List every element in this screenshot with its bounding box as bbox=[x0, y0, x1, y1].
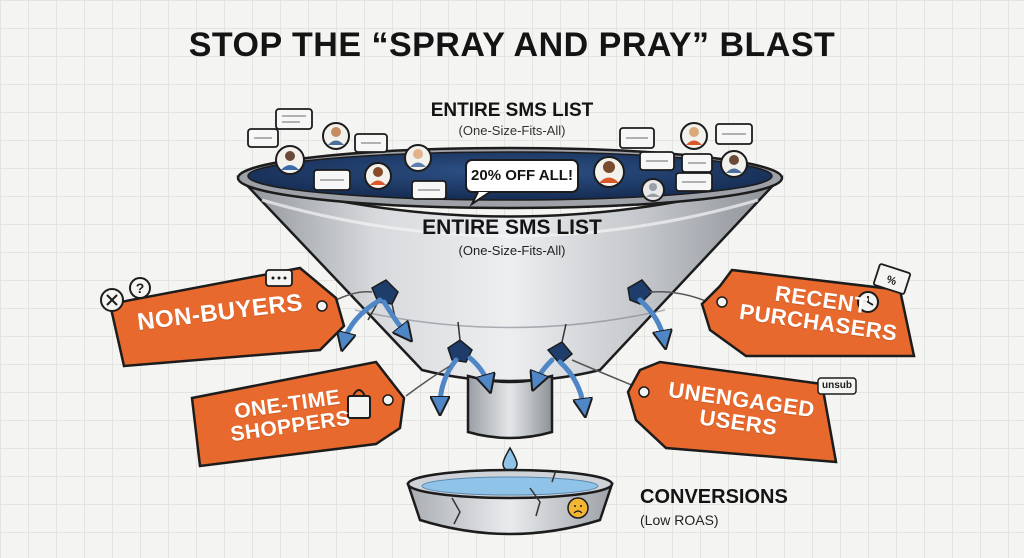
sad-coin-icon bbox=[567, 497, 589, 519]
person-avatar-icon bbox=[275, 145, 305, 175]
unsub-badge bbox=[817, 377, 857, 395]
offer-text: 20% OFF ALL! bbox=[471, 167, 573, 184]
person-avatar-icon bbox=[641, 178, 665, 202]
person-avatar-icon bbox=[720, 150, 748, 178]
result-heading: CONVERSIONS bbox=[640, 486, 788, 508]
unsub-label: unsub bbox=[822, 380, 852, 391]
tag-unengaged-users bbox=[626, 360, 838, 464]
svg-text:?: ? bbox=[136, 280, 145, 296]
tag-one-time-shoppers bbox=[190, 360, 406, 468]
leak-arrows bbox=[344, 297, 664, 408]
cross-icon bbox=[100, 288, 124, 312]
person-avatar-icon bbox=[322, 122, 350, 150]
offer-bubble bbox=[465, 159, 579, 207]
water-drop-icon bbox=[502, 446, 518, 472]
coupon-icon: % bbox=[873, 263, 911, 295]
list-subheading: (One-Size-Fits-All) bbox=[458, 123, 566, 138]
cracked-bowl bbox=[406, 468, 614, 536]
funnel-spout bbox=[466, 374, 554, 440]
person-avatar-icon bbox=[680, 122, 708, 150]
chat-bubble-icon bbox=[265, 269, 293, 287]
result-subheading: (Low ROAS) bbox=[640, 512, 719, 528]
funnel-heading: ENTIRE SMS LIST bbox=[422, 216, 602, 239]
person-avatar-icon bbox=[364, 162, 392, 190]
clock-icon bbox=[857, 291, 879, 313]
person-avatar-icon bbox=[404, 144, 432, 172]
tag-recent-purchasers bbox=[700, 268, 916, 358]
page-title: STOP THE “SPRAY AND PRAY” BLAST bbox=[188, 26, 836, 64]
person-avatar-icon bbox=[593, 156, 625, 188]
list-heading: ENTIRE SMS LIST bbox=[430, 100, 594, 121]
question-icon: ? bbox=[129, 277, 151, 299]
svg-text:%: % bbox=[885, 274, 898, 289]
shopping-bag-icon bbox=[347, 389, 371, 419]
funnel-subheading: (One-Size-Fits-All) bbox=[458, 243, 566, 258]
tag-non-buyers bbox=[108, 266, 346, 368]
